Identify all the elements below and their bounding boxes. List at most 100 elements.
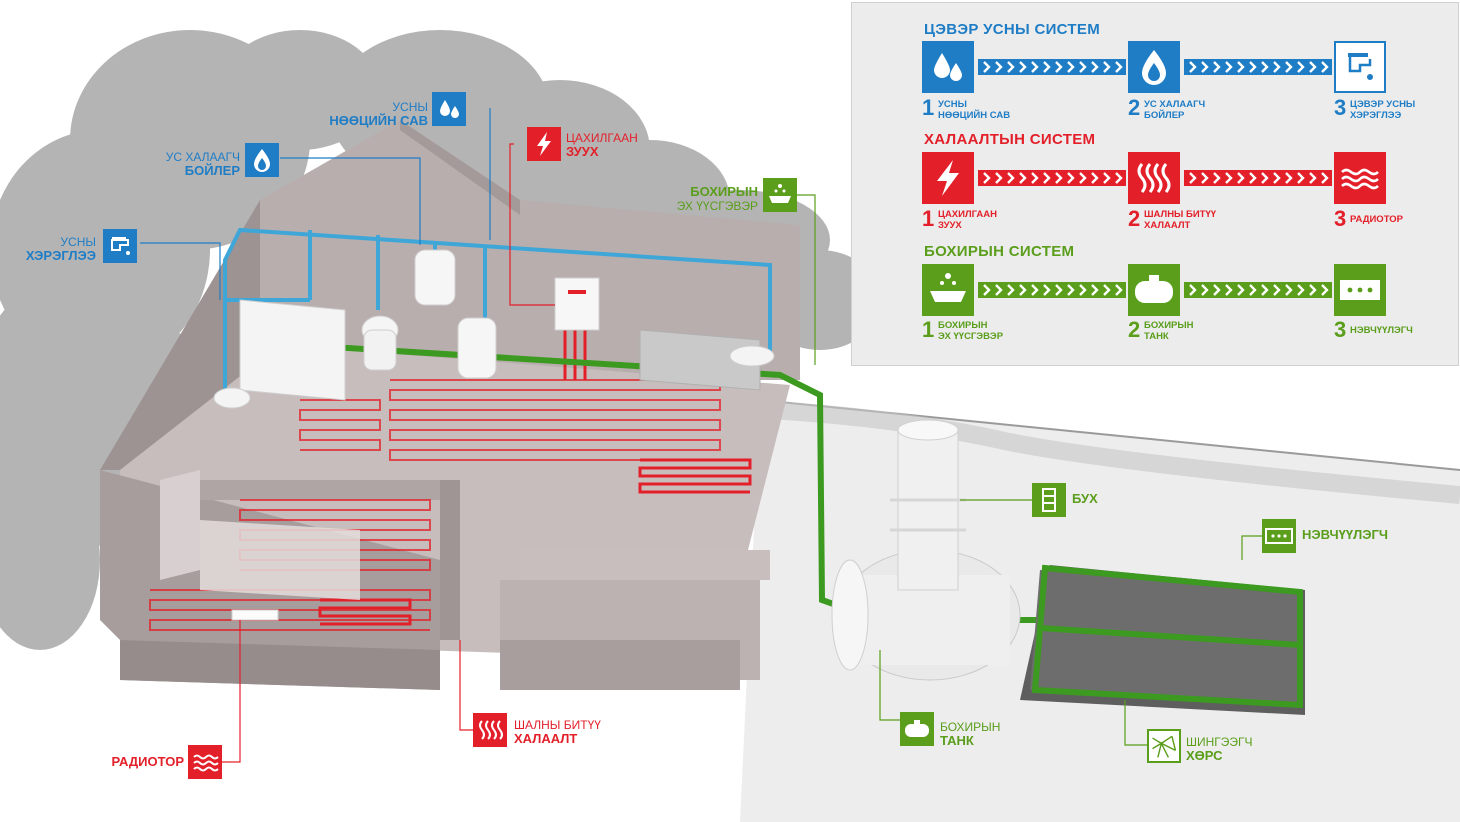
callout-boiler: УС ХАЛААГЧ БОЙЛЕР: [120, 150, 240, 178]
legend-cw-cap-1: УСНЫ НӨӨЦИЙН САВ: [938, 99, 1058, 121]
water-pipes: [223, 227, 772, 390]
sink-icon: [763, 178, 797, 212]
legend-ht-cap-1-line1: ЦАХИЛГААН: [938, 209, 997, 220]
legend-lightning-icon: [922, 152, 974, 204]
legend-sw-num-2: 2: [1128, 317, 1141, 342]
legend-sw-cap-1-line1: БОХИРЫН: [938, 320, 988, 331]
legend-infiltrator-icon: [1334, 264, 1386, 316]
callout-floor-heating: ШАЛНЫ БИТҮҮ ХАЛААЛТ: [514, 718, 634, 746]
legend-sw-cap-1: БОХИРЫН ЭХ ҮҮСГЭВЭР: [938, 320, 1058, 342]
legend-ht-cap-2: ШАЛНЫ БИТҮҮ ХАЛААЛТ: [1144, 209, 1264, 231]
legend-heating-title: ХАЛААЛТЫН СИСТЕМ: [924, 131, 1096, 148]
legend-ht-cap-2-line2: ХАЛААЛТ: [1144, 220, 1191, 231]
legend-cw-cap-3-line1: ЦЭВЭР УСНЫ: [1350, 99, 1416, 110]
legend-sw-cap-3: НЭВЧҮҮЛЭГЧ: [1350, 325, 1450, 336]
callout-septic-tank-line2: ТАНК: [940, 733, 974, 748]
callout-infiltrator: НЭВЧҮҮЛЭГЧ: [1302, 528, 1422, 542]
infiltrator-field-drawing: [1020, 564, 1305, 715]
legend-ht-cap-3: РАДИОТОР: [1350, 214, 1450, 225]
legend-ht-num-1: 1: [922, 206, 935, 231]
callout-floor-heating-line1: ШАЛНЫ БИТҮҮ: [514, 718, 601, 732]
legend-faucet-icon: [1334, 41, 1386, 93]
callout-radiator-line1: РАДИОТОР: [111, 754, 184, 769]
legend-cw-cap-3-line2: ХЭРЭГЛЭЭ: [1350, 110, 1402, 121]
legend-ht-cap-1: ЦАХИЛГААН ЗУУХ: [938, 209, 1058, 231]
legend-sink-icon: [922, 264, 974, 316]
callout-water-use-line1: УСНЫ: [60, 235, 96, 249]
callout-filter-mesh: ШИНГЭЭГЧ ХӨРС: [1186, 735, 1286, 763]
legend-sw-cap-2-line1: БОХИРЫН: [1144, 320, 1194, 331]
legend-cw-cap-2-line2: БОЙЛЕР: [1144, 110, 1185, 121]
legend-sw-cap-2: БОХИРЫН ТАНК: [1144, 320, 1264, 342]
well-icon: [1032, 483, 1066, 517]
callout-radiator: РАДИОТОР: [90, 755, 184, 769]
legend-tank-icon: [1128, 264, 1180, 316]
legend-sewage-arrow-1: [978, 279, 1126, 301]
legend-sw-cap-2-line2: ТАНК: [1144, 331, 1169, 342]
entrance-steps: [500, 550, 770, 690]
callout-electric-boiler-line1: ЦАХИЛГААН: [566, 131, 638, 145]
legend-clean-water-arrow-1: [978, 56, 1126, 78]
callout-water-tank-line2: НӨӨЦИЙН САВ: [329, 113, 428, 128]
legend-clean-water-title: ЦЭВЭР УСНЫ СИСТЕМ: [924, 21, 1100, 38]
legend-sewage-arrow-2: [1184, 279, 1332, 301]
callout-electric-boiler-line2: ЗУУХ: [566, 144, 599, 159]
legend-heating-arrow-1: [978, 167, 1126, 189]
flame-drop-icon: [245, 143, 279, 177]
legend-ht-cap-3-line1: РАДИОТОР: [1350, 214, 1403, 225]
legend-cw-num-1: 1: [922, 95, 935, 120]
callout-water-use: УСНЫ ХЭРЭГЛЭЭ: [0, 235, 96, 263]
callout-well: БУХ: [1072, 492, 1132, 506]
legend-panel: ЦЭВЭР УСНЫ СИСТЕМ 1 УСНЫ НӨӨЦИЙН САВ 2 У…: [851, 2, 1459, 366]
callout-boiler-line1: УС ХАЛААГЧ: [165, 150, 240, 164]
callout-septic-tank: БОХИРЫН ТАНК: [940, 720, 1030, 748]
legend-cw-num-3: 3: [1334, 95, 1347, 120]
callout-water-use-line2: ХЭРЭГЛЭЭ: [25, 248, 96, 263]
fixtures: [160, 249, 775, 621]
heat-waves-icon: [473, 713, 507, 747]
callout-sewage-source: БОХИРЫН ЭХ ҮҮСГЭВЭР: [650, 184, 758, 214]
legend-cw-cap-2-line1: УС ХАЛААГЧ: [1144, 99, 1206, 110]
callout-electric-boiler: ЦАХИЛГААН ЗУУХ: [566, 131, 676, 159]
callout-sewage-source-line1: БОХИРЫН: [690, 184, 758, 199]
callout-boiler-line2: БОЙЛЕР: [184, 163, 240, 178]
legend-ht-cap-1-line2: ЗУУХ: [938, 220, 962, 231]
legend-sewage-title: БОХИРЫН СИСТЕМ: [924, 243, 1075, 260]
callout-well-line1: БУХ: [1072, 491, 1098, 506]
callout-filter-mesh-line1: ШИНГЭЭГЧ: [1186, 735, 1253, 749]
legend-cw-cap-2: УС ХАЛААГЧ БОЙЛЕР: [1144, 99, 1264, 121]
filter-mesh-icon: [1147, 729, 1181, 763]
legend-heat-waves-icon: [1128, 152, 1180, 204]
legend-heating-arrow-2: [1184, 167, 1332, 189]
callout-septic-tank-line1: БОХИРЫН: [940, 720, 1001, 734]
lightning-icon: [527, 127, 561, 161]
faucet-icon: [103, 229, 137, 263]
legend-ht-num-3: 3: [1334, 206, 1347, 231]
legend-cw-num-2: 2: [1128, 95, 1141, 120]
legend-flame-drop-icon: [1128, 41, 1180, 93]
legend-cw-cap-1-line2: НӨӨЦИЙН САВ: [938, 110, 1011, 121]
callout-floor-heating-line2: ХАЛААЛТ: [514, 731, 578, 746]
infiltrator-icon: [1262, 519, 1296, 553]
legend-sw-cap-3-line1: НЭВЧҮҮЛЭГЧ: [1350, 325, 1413, 336]
callout-filter-mesh-line2: ХӨРС: [1186, 748, 1223, 763]
legend-ht-cap-2-line1: ШАЛНЫ БИТҮҮ: [1144, 209, 1217, 220]
callout-water-tank: УСНЫ НӨӨЦИЙН САВ: [300, 100, 428, 128]
legend-radiator-icon: [1334, 152, 1386, 204]
underground-tank-drawing: [831, 419, 1021, 681]
legend-sw-num-3: 3: [1334, 317, 1347, 342]
callout-infiltrator-line1: НЭВЧҮҮЛЭГЧ: [1302, 527, 1388, 542]
legend-sw-num-1: 1: [922, 317, 935, 342]
radiator-icon: [188, 745, 222, 779]
callout-water-tank-line1: УСНЫ: [392, 100, 428, 114]
tank-icon: [900, 712, 934, 746]
water-drops-icon: [432, 92, 466, 126]
legend-cw-cap-3: ЦЭВЭР УСНЫ ХЭРЭГЛЭЭ: [1350, 99, 1450, 121]
legend-clean-water-arrow-2: [1184, 56, 1332, 78]
callout-sewage-source-line2: ЭХ ҮҮСГЭВЭР: [676, 199, 758, 213]
legend-sw-cap-1-line2: ЭХ ҮҮСГЭВЭР: [938, 331, 1004, 342]
legend-water-drops-icon: [922, 41, 974, 93]
legend-ht-num-2: 2: [1128, 206, 1141, 231]
legend-cw-cap-1-line1: УСНЫ: [938, 99, 967, 110]
